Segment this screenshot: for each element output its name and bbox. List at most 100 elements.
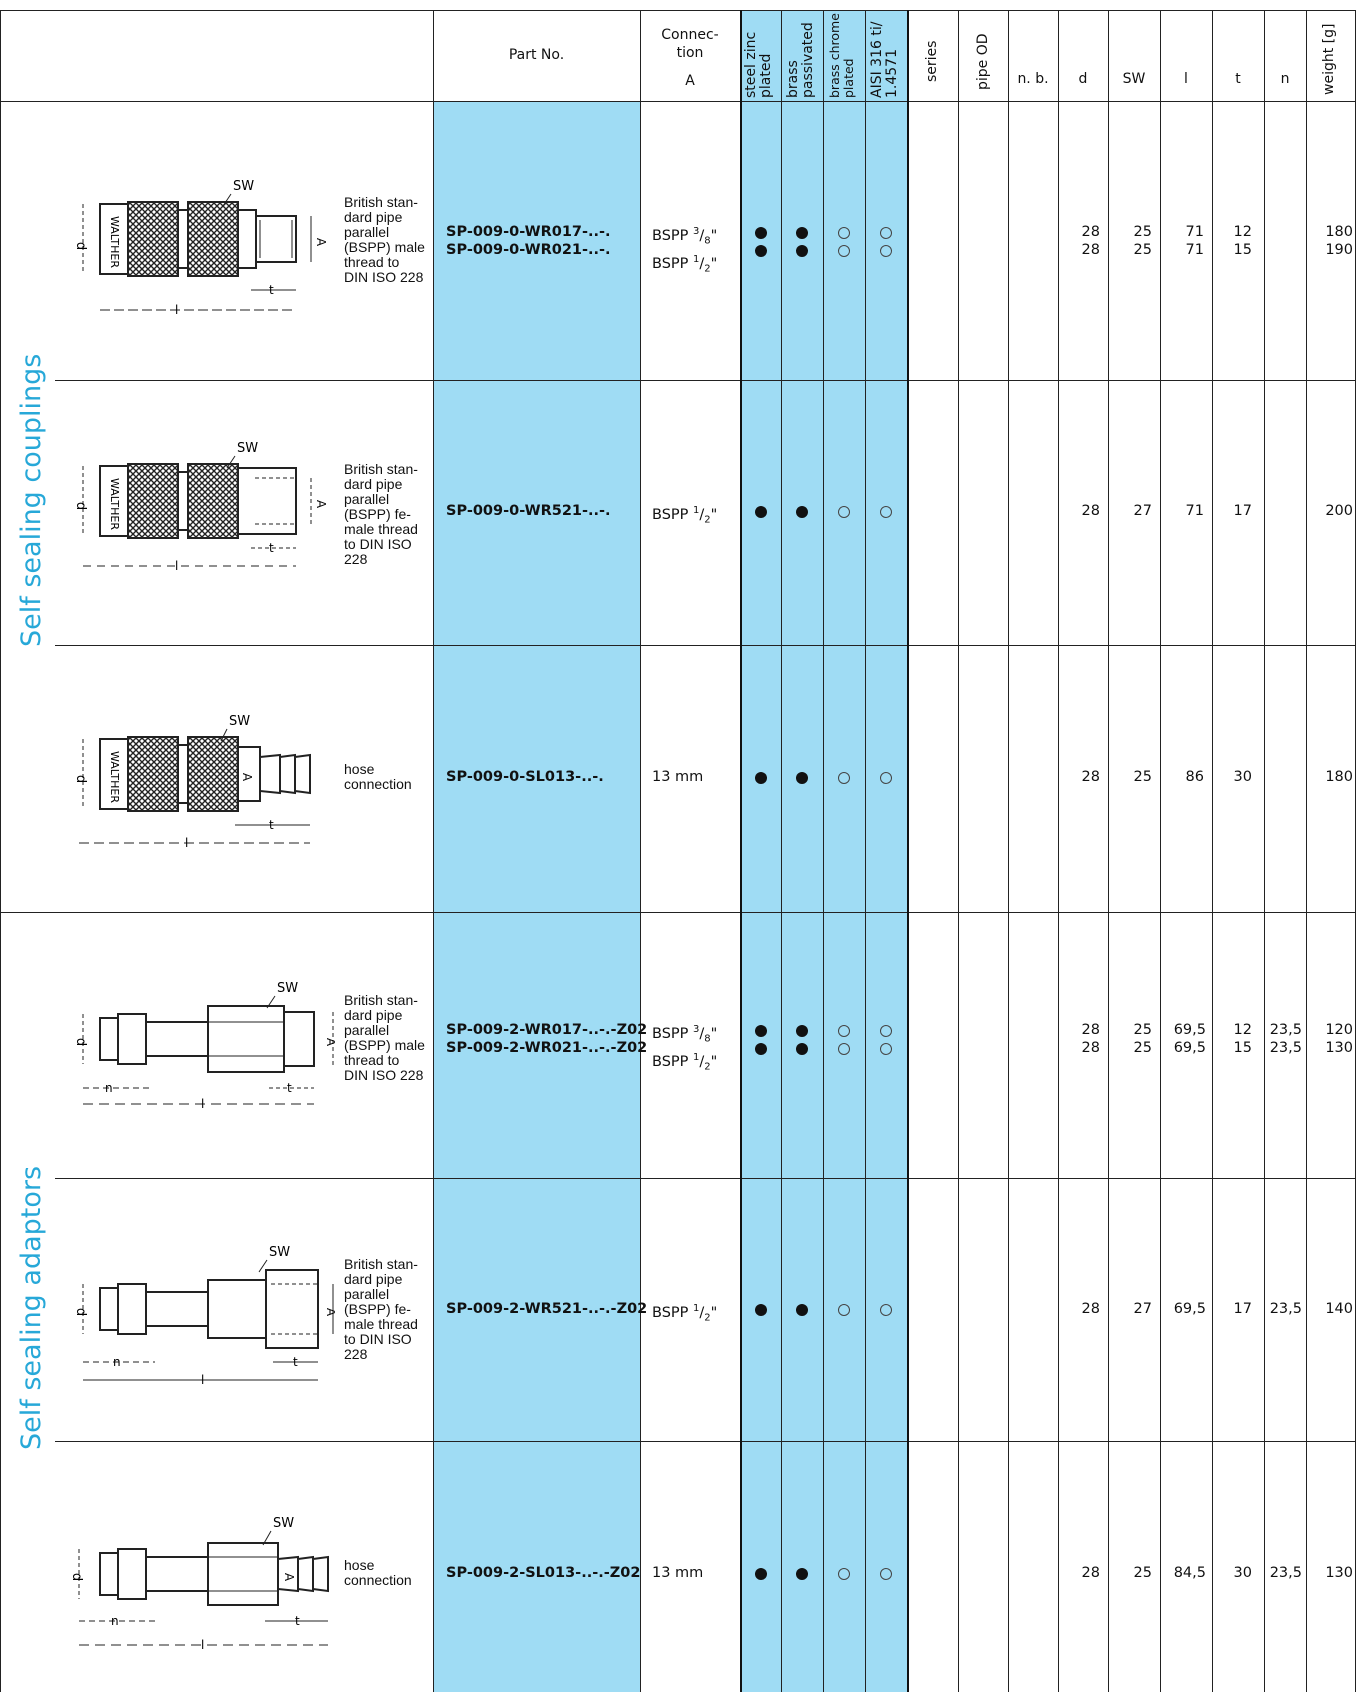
mark-aisi: [880, 227, 892, 239]
mark-steel: [755, 506, 767, 518]
row-3-description: hose connection: [344, 761, 412, 792]
svg-text:l: l: [201, 1097, 204, 1111]
row-2-weight: 200: [1325, 503, 1353, 519]
svg-text:n: n: [105, 1081, 113, 1095]
header-brass-chrome: brass chrome plated: [827, 13, 856, 98]
svg-text:SW: SW: [269, 1245, 290, 1260]
row-6-weight: 130: [1325, 1565, 1353, 1581]
svg-text:WALTHER: WALTHER: [108, 751, 121, 803]
svg-text:A: A: [240, 773, 254, 782]
header-series: series: [924, 40, 940, 82]
svg-text:t: t: [269, 283, 274, 297]
svg-text:d: d: [73, 1308, 88, 1316]
row-6-d: 28: [1081, 1565, 1100, 1581]
svg-text:t: t: [287, 1081, 292, 1095]
row-6-n: 23,5: [1269, 1565, 1302, 1581]
row-4-connection: BSPP 3/8" BSPP 1/2": [652, 1024, 718, 1073]
drawing-coupling-female: WALTHER d A SW l t: [73, 441, 328, 573]
mark-brass-passivated: [796, 227, 808, 239]
row-2-description: British stan- dard pipe parallel (BSPP) …: [344, 461, 418, 567]
mark-steel: [755, 1025, 767, 1037]
row-6-description: hose connection: [344, 1557, 412, 1588]
svg-text:l: l: [201, 1373, 204, 1387]
svg-text:d: d: [73, 242, 88, 250]
mark-steel: [755, 772, 767, 784]
mark-aisi: [880, 772, 892, 784]
mark-brass-chrome: [838, 506, 850, 518]
header-sw: SW: [1122, 71, 1146, 87]
row-2-d: 28: [1081, 503, 1100, 519]
mark-aisi: [880, 506, 892, 518]
svg-text:d: d: [69, 1573, 84, 1581]
drawing-adaptor-female: d A SW n l t: [73, 1245, 335, 1387]
mark-brass-chrome: [838, 1025, 850, 1037]
mark-brass-passivated: [796, 506, 808, 518]
header-part-no: Part No.: [508, 47, 565, 63]
part-no-band: [433, 101, 640, 1692]
svg-text:SW: SW: [229, 714, 250, 729]
row-1-part-numbers: SP-009-0-WR017-..-. SP-009-0-WR021-..-.: [446, 224, 611, 258]
row-5-weight: 140: [1325, 1301, 1353, 1317]
header-t: t: [1235, 71, 1241, 87]
header-l: l: [1184, 71, 1188, 87]
drawing-adaptor-hose: d A SW n l t: [69, 1516, 329, 1652]
mark-brass-chrome: [838, 227, 850, 239]
svg-text:SW: SW: [273, 1516, 294, 1531]
mark-aisi: [880, 1568, 892, 1580]
header-brass-passivated: brass passivated: [785, 22, 816, 98]
mark-brass-passivated: [796, 1043, 808, 1055]
header-pipe-od: pipe OD: [975, 33, 991, 90]
mark-brass-passivated: [796, 1025, 808, 1037]
header-weight: weight [g]: [1321, 23, 1337, 95]
mark-steel: [755, 1304, 767, 1316]
header-connection: Connec- tion A: [661, 27, 719, 89]
row-2-l: 71: [1185, 503, 1204, 519]
svg-text:A: A: [282, 1573, 296, 1582]
svg-text:SW: SW: [237, 441, 258, 456]
row-3-part-number: SP-009-0-SL013-..-.: [446, 769, 604, 785]
mark-aisi: [880, 1043, 892, 1055]
header-aisi: AISI 316 ti/ 1.4571: [869, 21, 900, 98]
row-5-sw: 27: [1133, 1301, 1152, 1317]
row-2-part-number: SP-009-0-WR521-..-.: [446, 503, 611, 519]
row-3-l: 86: [1185, 769, 1204, 785]
mark-brass-passivated: [796, 1568, 808, 1580]
mark-steel: [755, 245, 767, 257]
svg-text:l: l: [201, 1638, 204, 1652]
row-6-connection: 13 mm: [652, 1565, 704, 1581]
header-nb: n. b.: [1017, 71, 1049, 87]
svg-text:d: d: [73, 502, 88, 510]
mark-aisi: [880, 1304, 892, 1316]
svg-text:d: d: [73, 1038, 88, 1046]
row-6-t: 30: [1233, 1565, 1252, 1581]
svg-text:WALTHER: WALTHER: [108, 216, 121, 268]
row-5-t: 17: [1233, 1301, 1252, 1317]
row-5-n: 23,5: [1269, 1301, 1302, 1317]
mark-brass-passivated: [796, 245, 808, 257]
row-5-description: British stan- dard pipe parallel (BSPP) …: [344, 1256, 418, 1362]
row-2-sw: 27: [1133, 503, 1152, 519]
row-2-t: 17: [1233, 503, 1252, 519]
section-label-adaptors: Self sealing adaptors: [16, 1165, 47, 1450]
svg-text:n: n: [113, 1355, 121, 1369]
row-5-part-number: SP-009-2-WR521-..-.-Z02: [446, 1301, 648, 1317]
drawing-adaptor-male: d A SW n l t: [73, 981, 335, 1111]
row-3-sw: 25: [1133, 769, 1152, 785]
mark-brass-chrome: [838, 1568, 850, 1580]
svg-text:SW: SW: [277, 981, 298, 996]
svg-text:n: n: [111, 1614, 119, 1628]
mark-brass-chrome: [838, 1304, 850, 1316]
mark-brass-passivated: [796, 1304, 808, 1316]
mark-brass-chrome: [838, 772, 850, 784]
svg-text:SW: SW: [233, 179, 254, 194]
svg-text:l: l: [175, 559, 178, 573]
row-5-d: 28: [1081, 1301, 1100, 1317]
